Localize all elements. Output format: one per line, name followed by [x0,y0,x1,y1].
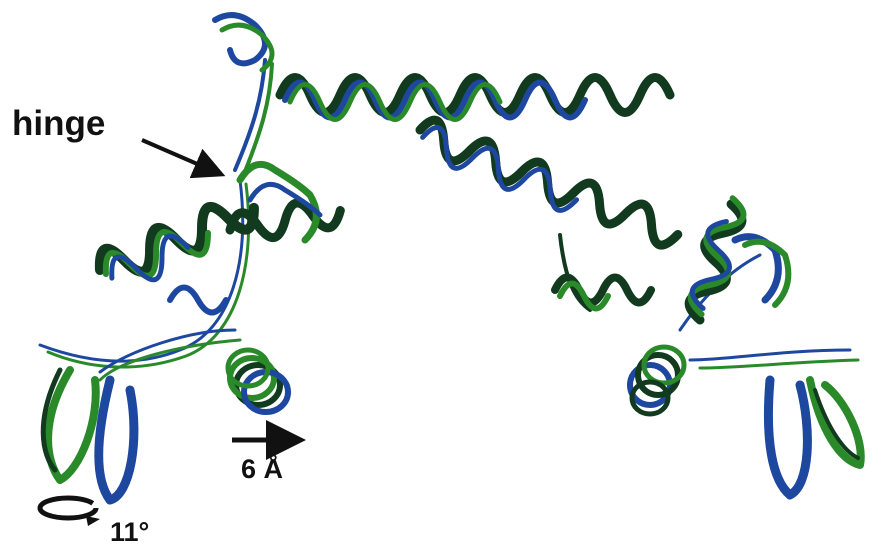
helices [43,15,861,500]
rotation-label: 11° [110,517,149,548]
hinge-label: hinge [12,104,105,144]
rotation-arrow-icon [40,498,100,526]
translation-label: 6 Å [241,454,283,485]
hinge-arrow-icon [142,140,218,173]
